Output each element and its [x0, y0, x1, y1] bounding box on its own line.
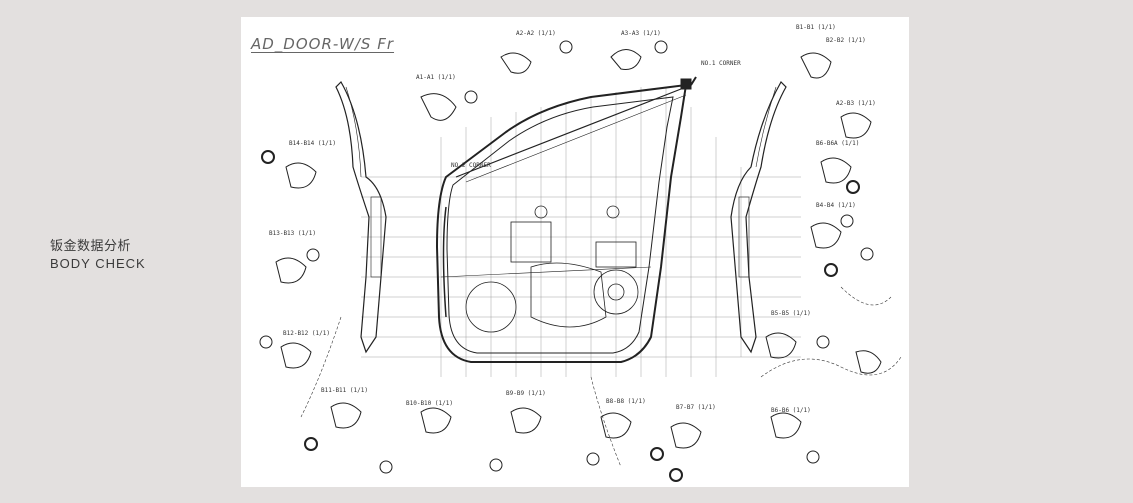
callout-circles	[259, 40, 874, 482]
caption-title-cn: 钣金数据分析	[50, 239, 132, 254]
svg-text:B4-B4 (1/1): B4-B4 (1/1)	[816, 202, 856, 209]
svg-text:B7-B7 (1/1): B7-B7 (1/1)	[676, 404, 716, 411]
drawing-sheet: AD_DOOR-W/S Fr	[241, 17, 909, 487]
svg-text:B14-B14 (1/1): B14-B14 (1/1)	[289, 140, 336, 147]
grid-lines	[361, 87, 801, 377]
svg-text:B5-B5 (1/1): B5-B5 (1/1)	[771, 310, 811, 317]
svg-text:B2-B2 (1/1): B2-B2 (1/1)	[826, 37, 866, 44]
svg-text:B10-B10 (1/1): B10-B10 (1/1)	[406, 400, 453, 407]
caption-title-en: BODY CHECK	[50, 256, 146, 271]
svg-text:A1-A1 (1/1): A1-A1 (1/1)	[416, 74, 456, 81]
left-pillar	[335, 81, 387, 354]
contour-lines	[300, 286, 902, 468]
section-labels: A2-A2 (1/1) A3-A3 (1/1) A1-A1 (1/1) B1-B…	[269, 24, 876, 414]
svg-text:A2-A2 (1/1): A2-A2 (1/1)	[516, 30, 556, 37]
svg-text:B1-B1 (1/1): B1-B1 (1/1)	[796, 24, 836, 31]
drawing-title: AD_DOOR-W/S Fr	[251, 35, 395, 53]
svg-text:B11-B11 (1/1): B11-B11 (1/1)	[321, 387, 368, 394]
svg-text:B6-B6A (1/1): B6-B6A (1/1)	[816, 140, 859, 147]
svg-text:NO.2 CORNER: NO.2 CORNER	[451, 162, 491, 169]
section-sketches	[275, 49, 882, 449]
svg-text:A2-B3 (1/1): A2-B3 (1/1)	[836, 100, 876, 107]
door-engineering-drawing: A2-A2 (1/1) A3-A3 (1/1) A1-A1 (1/1) B1-B…	[259, 24, 902, 482]
svg-text:A3-A3 (1/1): A3-A3 (1/1)	[621, 30, 661, 37]
door-outline	[435, 76, 697, 363]
right-pillar	[730, 81, 787, 354]
svg-text:B8-B8 (1/1): B8-B8 (1/1)	[606, 398, 646, 405]
svg-text:NO.1 CORNER: NO.1 CORNER	[701, 60, 741, 67]
svg-text:B6-B6 (1/1): B6-B6 (1/1)	[771, 407, 811, 414]
svg-text:B9-B9 (1/1): B9-B9 (1/1)	[506, 390, 546, 397]
page-caption: 钣金数据分析 BODY CHECK	[50, 238, 146, 272]
svg-text:B12-B12 (1/1): B12-B12 (1/1)	[283, 330, 330, 337]
svg-text:B13-B13 (1/1): B13-B13 (1/1)	[269, 230, 316, 237]
